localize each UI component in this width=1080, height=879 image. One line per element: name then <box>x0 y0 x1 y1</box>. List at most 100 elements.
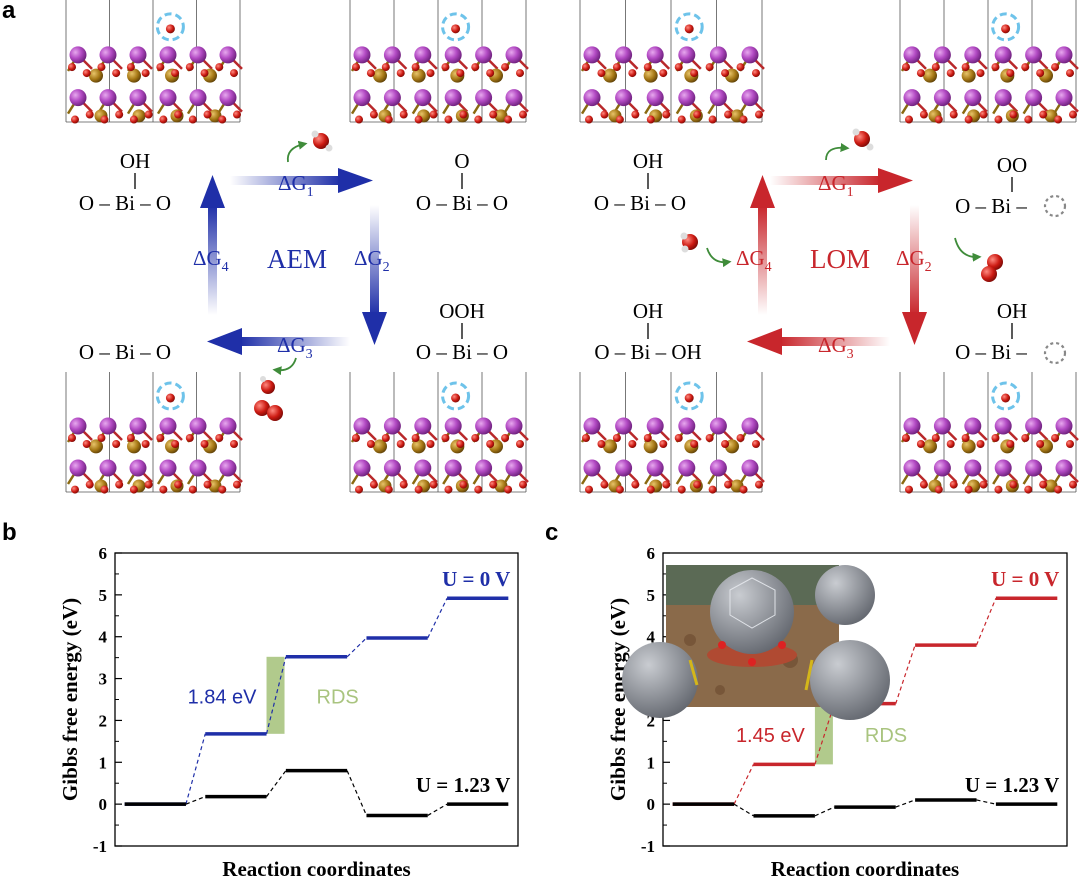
o-atom <box>631 480 640 489</box>
aem-o2-molecule-icon <box>254 357 297 421</box>
o-atom <box>97 63 106 72</box>
o-atom <box>615 485 624 494</box>
bi-atom <box>414 46 432 64</box>
bi-atom <box>129 459 147 477</box>
y-axis-label: Gibbs free energy (eV) <box>58 598 82 801</box>
o-atom <box>97 434 106 442</box>
bi-atom <box>99 417 117 435</box>
lom-water-in-icon <box>680 232 732 268</box>
bi-atom <box>994 46 1012 64</box>
o-atom <box>1039 480 1048 489</box>
energy-connector <box>814 806 835 817</box>
o-atom <box>218 115 227 124</box>
o-atom <box>916 440 925 448</box>
y-tick-label: 0 <box>99 795 108 814</box>
lom-state3-bottom: O – Bi – <box>955 340 1027 364</box>
bi-atom <box>933 89 951 107</box>
bi-atom <box>353 89 371 107</box>
bi-atom <box>615 89 633 107</box>
bi-atom <box>99 459 117 477</box>
aem-arrow-3 <box>207 328 350 355</box>
o-atom <box>456 69 465 78</box>
o-atom <box>112 69 121 78</box>
aem-cycle: AEM ΔG1 ΔG2 ΔG3 ΔG4 OH O – Bi – O O O – … <box>79 130 508 421</box>
adsorbate-highlight <box>155 12 185 42</box>
o-atom <box>399 480 408 489</box>
o-atom <box>399 110 408 119</box>
o-atom <box>112 440 121 448</box>
bi-atom <box>1025 46 1043 64</box>
o-atom <box>991 434 1000 442</box>
o-atom <box>677 485 686 494</box>
y-tick-label: 6 <box>99 544 108 563</box>
energy-connector <box>895 644 916 704</box>
o-atom <box>752 69 760 78</box>
y-tick-label: -1 <box>93 837 107 856</box>
aem-state1-top: OH <box>120 149 150 173</box>
crystal-slab <box>899 372 1079 494</box>
o-atom <box>612 63 621 72</box>
bi-atom <box>646 89 664 107</box>
bi-atom <box>353 459 371 477</box>
o-atom <box>171 440 180 448</box>
o-atom <box>501 63 510 72</box>
crystal-slab <box>579 372 765 494</box>
bi-atom <box>505 89 523 107</box>
o-atom <box>736 434 745 442</box>
rds-label: RDS <box>317 686 359 708</box>
bi-atom <box>159 417 177 435</box>
o-atom <box>752 440 760 448</box>
o-atom <box>411 63 420 72</box>
o-atom <box>471 434 480 442</box>
aem-state2-top: O <box>454 149 469 173</box>
y-axis-label: Gibbs free energy (eV) <box>606 598 630 801</box>
bi-atom <box>615 46 633 64</box>
bi-atom <box>159 459 177 477</box>
bi-atom <box>741 459 759 477</box>
bi-atom <box>903 46 921 64</box>
bi-atom <box>353 417 371 435</box>
bi-atom <box>414 459 432 477</box>
o-atom <box>662 480 671 489</box>
bi-atom <box>99 46 117 64</box>
o-atom <box>1066 69 1074 78</box>
o-atom <box>1054 115 1063 124</box>
o-atom <box>156 63 165 72</box>
aem-dg2-label: ΔG2 <box>354 246 390 275</box>
o-atom <box>366 69 375 78</box>
o-atom <box>185 63 194 72</box>
o-atom <box>456 440 465 448</box>
o-atom <box>721 440 730 448</box>
aem-center-label: AEM <box>267 244 327 274</box>
o-atom <box>71 115 79 124</box>
aem-arrow-2 <box>362 205 387 345</box>
o-atom <box>129 485 138 494</box>
o-atom <box>902 63 910 72</box>
o-atom <box>976 440 985 448</box>
y-tick-label: 5 <box>647 586 656 605</box>
o-atom <box>934 485 943 494</box>
adsorbate-oxygen <box>165 24 175 34</box>
crystal-slab <box>349 372 529 494</box>
bi-atom <box>646 459 664 477</box>
o-atom <box>931 434 940 442</box>
bi-atom <box>444 417 462 435</box>
energy-barrier-label: 1.45 eV <box>736 725 806 747</box>
lom-state2-top: OO <box>997 153 1027 177</box>
s-atom <box>643 439 658 454</box>
o-atom <box>426 69 435 78</box>
bi-atom <box>69 417 87 435</box>
o-atom <box>188 485 197 494</box>
bi-atom <box>583 89 601 107</box>
bi-atom <box>709 417 727 435</box>
o-atom <box>426 440 435 448</box>
y-tick-label: 2 <box>647 711 656 730</box>
energy-connector <box>814 703 835 765</box>
y-tick-label: 3 <box>99 670 108 689</box>
energy-connector <box>346 637 367 658</box>
o-atom <box>174 480 183 489</box>
adsorbate-oxygen <box>165 393 175 403</box>
adsorbate-oxygen <box>451 393 461 403</box>
o-atom <box>1066 440 1074 448</box>
bi-atom <box>964 459 982 477</box>
